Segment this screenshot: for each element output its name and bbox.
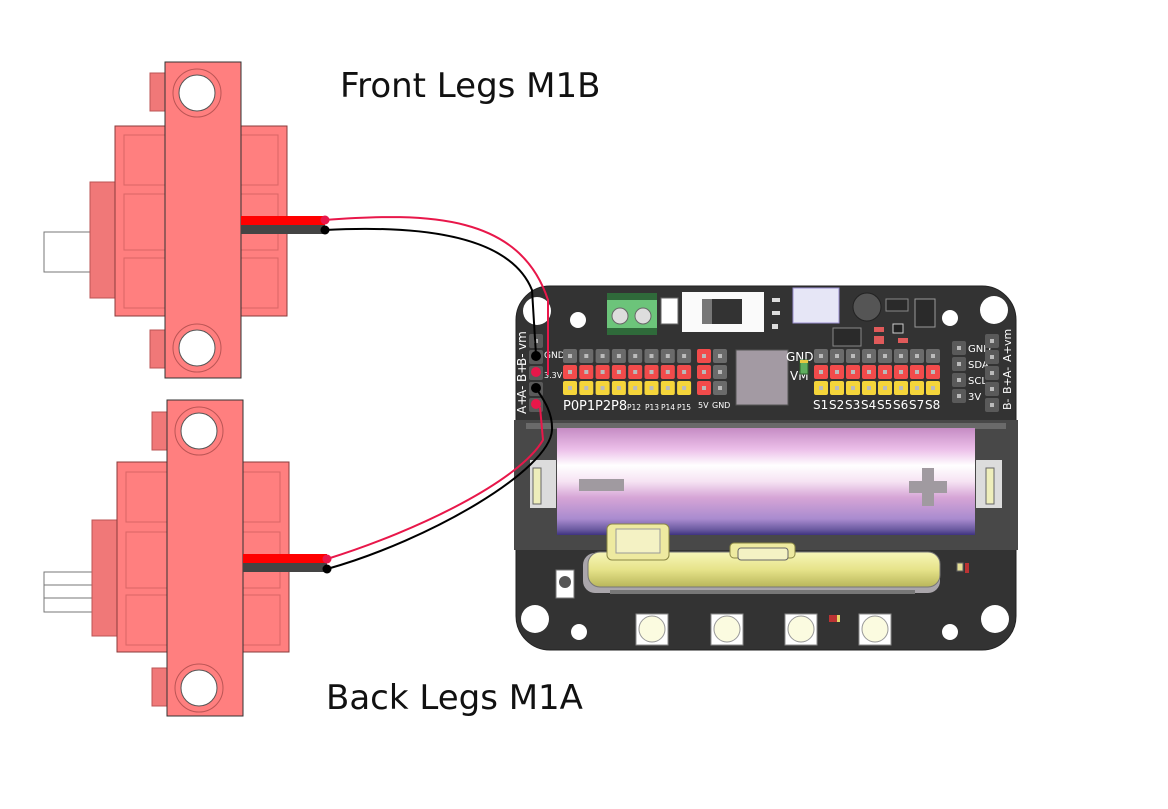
motor-header-label-a: A- (515, 386, 529, 398)
front-motor-red-wire (324, 216, 549, 375)
battery-minus-icon (579, 479, 624, 491)
back-motor (43, 399, 332, 717)
mount-hole (178, 74, 216, 112)
wire-terminal-a-plus (531, 399, 541, 409)
motor-lead-red (241, 216, 325, 225)
right-motor-header-label-vm: vm (1001, 329, 1014, 346)
servo-label-s3: S3 (845, 398, 860, 412)
board-mount-hole (981, 605, 1009, 633)
motor-lead-red (243, 554, 327, 563)
right-motor-header-label-a: A- (1001, 367, 1014, 378)
back-motor-black-wire (326, 387, 554, 570)
i2c-label-gnd: GND (968, 344, 991, 355)
battery-holder (514, 420, 1018, 550)
servo-label-s5: S5 (877, 398, 892, 412)
pin-label-p15: P15 (677, 403, 691, 412)
row-label-3v3: 3.3V (544, 371, 563, 380)
row-label-gnd: GND (544, 351, 565, 361)
motor-header-label-vm: vm (515, 331, 529, 350)
i2c-label-sda: SDA (968, 360, 989, 371)
wires (324, 216, 554, 570)
front-legs-label: Front Legs M1B (340, 66, 601, 106)
front-motor-black-wire (324, 227, 537, 356)
right-motor-header-label-b: B- (1001, 398, 1014, 410)
pin-label-p0: P0 (563, 399, 579, 414)
pin-label-5v: 5V (698, 401, 709, 410)
motor-header-label-b: B- (515, 353, 529, 366)
buzzer (852, 292, 882, 322)
mcu-chip (735, 349, 789, 406)
servo-label-s7: S7 (909, 398, 924, 412)
board-mount-hole (980, 296, 1008, 324)
board-mount-hole (523, 297, 551, 325)
motor-header-label-b: B+ (515, 364, 529, 382)
small-component (660, 297, 679, 325)
back-motor-red-wire (326, 406, 545, 560)
i2c-label-scl: SCL (968, 376, 987, 387)
back-legs-label: Back Legs M1A (326, 678, 583, 718)
mount-hole (180, 669, 218, 707)
mount-hole (180, 412, 218, 450)
front-motor (43, 61, 330, 379)
pin-label-p2: P2 (595, 399, 611, 414)
motor-header-right: B- B+A- A+vm (985, 329, 1014, 412)
pin-label-p12: P12 (627, 403, 641, 412)
motor-bracket (166, 399, 244, 717)
board-mount-hole (521, 605, 549, 633)
rgb-led-row (635, 613, 892, 646)
pin-label-p1: P1 (579, 399, 595, 414)
servo-label-s6: S6 (893, 398, 908, 412)
pin-label-gnd: GND (712, 401, 730, 410)
motor-shaft (43, 571, 93, 613)
pin-label-p13: P13 (645, 403, 659, 412)
right-motor-header-label-b: B+ (1001, 377, 1014, 394)
power-switch[interactable] (682, 292, 764, 332)
pin-label-p14: P14 (661, 403, 675, 412)
pin-label-p8: P8 (611, 399, 627, 414)
battery-18650 (557, 428, 975, 535)
servo-label-s4: S4 (861, 398, 876, 412)
servo-label-s1: S1 (813, 398, 828, 412)
usb-port[interactable] (792, 287, 840, 324)
servo-label-s2: S2 (829, 398, 844, 412)
right-motor-header-label-a: A+ (1001, 345, 1014, 362)
microbit-edge-connector (583, 523, 941, 594)
wire-terminal-a-minus (531, 383, 541, 393)
wire-terminal-b-plus (531, 367, 541, 377)
power-terminal-block (607, 293, 657, 335)
mount-hole (178, 329, 216, 367)
motor-header-label-a: A+ (515, 396, 529, 414)
i2c-label-3v: 3V (968, 392, 981, 403)
motor-lead-black (243, 563, 327, 572)
wire-terminal-b-minus (531, 351, 541, 361)
motor-lead-black (241, 225, 325, 234)
i2c-header: GND SDA SCL 3V (952, 341, 991, 403)
servo-label-s8: S8 (925, 398, 940, 412)
